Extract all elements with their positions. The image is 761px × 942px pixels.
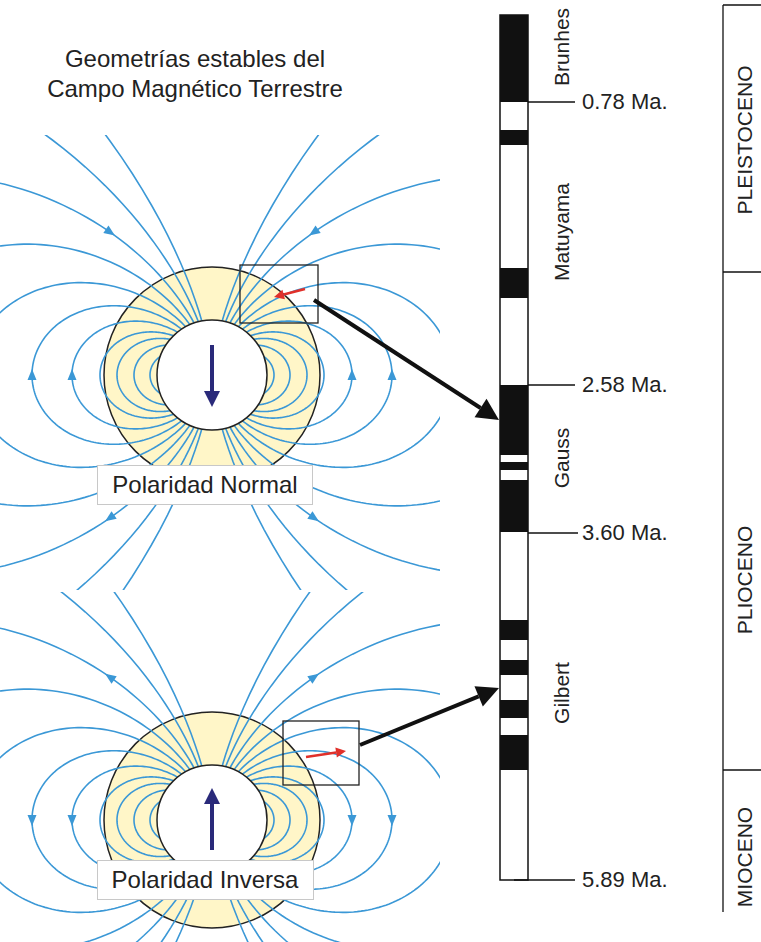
normal-polarity-band — [500, 620, 528, 640]
field-line — [238, 283, 440, 468]
normal-polarity-band — [500, 130, 528, 145]
normal-polarity-band — [500, 660, 528, 675]
age-label: 2.58 Ma. — [582, 372, 668, 398]
normal-polarity-band — [500, 385, 528, 455]
epoch-name: PLEISTOCENO — [732, 66, 757, 215]
polarity-label: Polaridad Inversa — [112, 866, 299, 894]
dipole-arrowhead — [204, 788, 220, 804]
age-label: 5.89 Ma. — [582, 867, 668, 893]
epoch-tick — [723, 271, 761, 272]
field-arrowhead — [68, 815, 77, 826]
polarity-column — [500, 15, 528, 880]
local-field-arrow — [284, 289, 305, 295]
field-arrowhead — [28, 369, 37, 380]
inset-frame — [240, 265, 318, 323]
epoch-tick — [723, 4, 761, 5]
age-tick — [528, 101, 575, 103]
epoch-tick — [723, 769, 761, 770]
normal-polarity-band — [500, 15, 528, 102]
normal-polarity-band — [500, 268, 528, 298]
age-label: 3.60 Ma. — [582, 520, 668, 546]
field-arrowhead — [307, 670, 321, 684]
dipole-arrow — [210, 345, 214, 393]
polarity-label-box: Polaridad Inversa — [97, 860, 314, 900]
pointer-arrow — [314, 300, 481, 408]
pointer-arrow — [360, 696, 479, 745]
local-field-arrow-head — [335, 748, 346, 758]
normal-polarity-band — [500, 480, 528, 532]
dipole-arrow — [210, 802, 214, 850]
field-arrowhead — [103, 511, 117, 525]
field-arrowhead — [103, 670, 117, 684]
chron-name: Brunhes — [549, 8, 574, 86]
epoch-divider — [722, 5, 723, 912]
field-arrowhead — [307, 226, 321, 240]
dipole-arrowhead — [204, 391, 220, 407]
chron-name: Gauss — [549, 428, 574, 489]
earth-core — [157, 765, 267, 875]
local-field-arrow — [306, 752, 336, 757]
age-tick — [528, 532, 578, 534]
age-label: 0.78 Ma. — [582, 89, 668, 115]
epoch-name: MIOCENO — [732, 807, 757, 907]
field-arrowhead — [103, 226, 117, 240]
field-arrowhead — [348, 369, 357, 380]
title: Geometrías estables del Campo Magnético … — [40, 44, 350, 104]
field-arrowhead — [388, 369, 397, 380]
field-arrowhead — [68, 369, 77, 380]
earth-core — [157, 320, 267, 430]
field-arrowhead — [388, 815, 397, 826]
polarity-label-box: Polaridad Normal — [97, 465, 313, 505]
local-field-arrow-head — [274, 290, 285, 300]
field-arrowhead — [348, 815, 357, 826]
epoch-name: PLIOCENO — [732, 526, 757, 635]
polarity-label: Polaridad Normal — [112, 471, 297, 499]
normal-polarity-band — [500, 735, 528, 770]
inset-frame — [283, 721, 359, 785]
earth-globe — [104, 267, 320, 483]
age-tick — [514, 879, 575, 881]
chron-name: Matuyama — [549, 183, 574, 281]
pointer-arrow-head — [475, 399, 499, 420]
age-tick — [528, 384, 575, 386]
chron-name: Gilbert — [549, 662, 574, 724]
normal-polarity-band — [500, 700, 528, 718]
normal-polarity-band — [500, 462, 528, 470]
pointer-arrow-head — [474, 686, 499, 706]
field-arrowhead — [307, 511, 321, 525]
field-arrowhead — [28, 815, 37, 826]
